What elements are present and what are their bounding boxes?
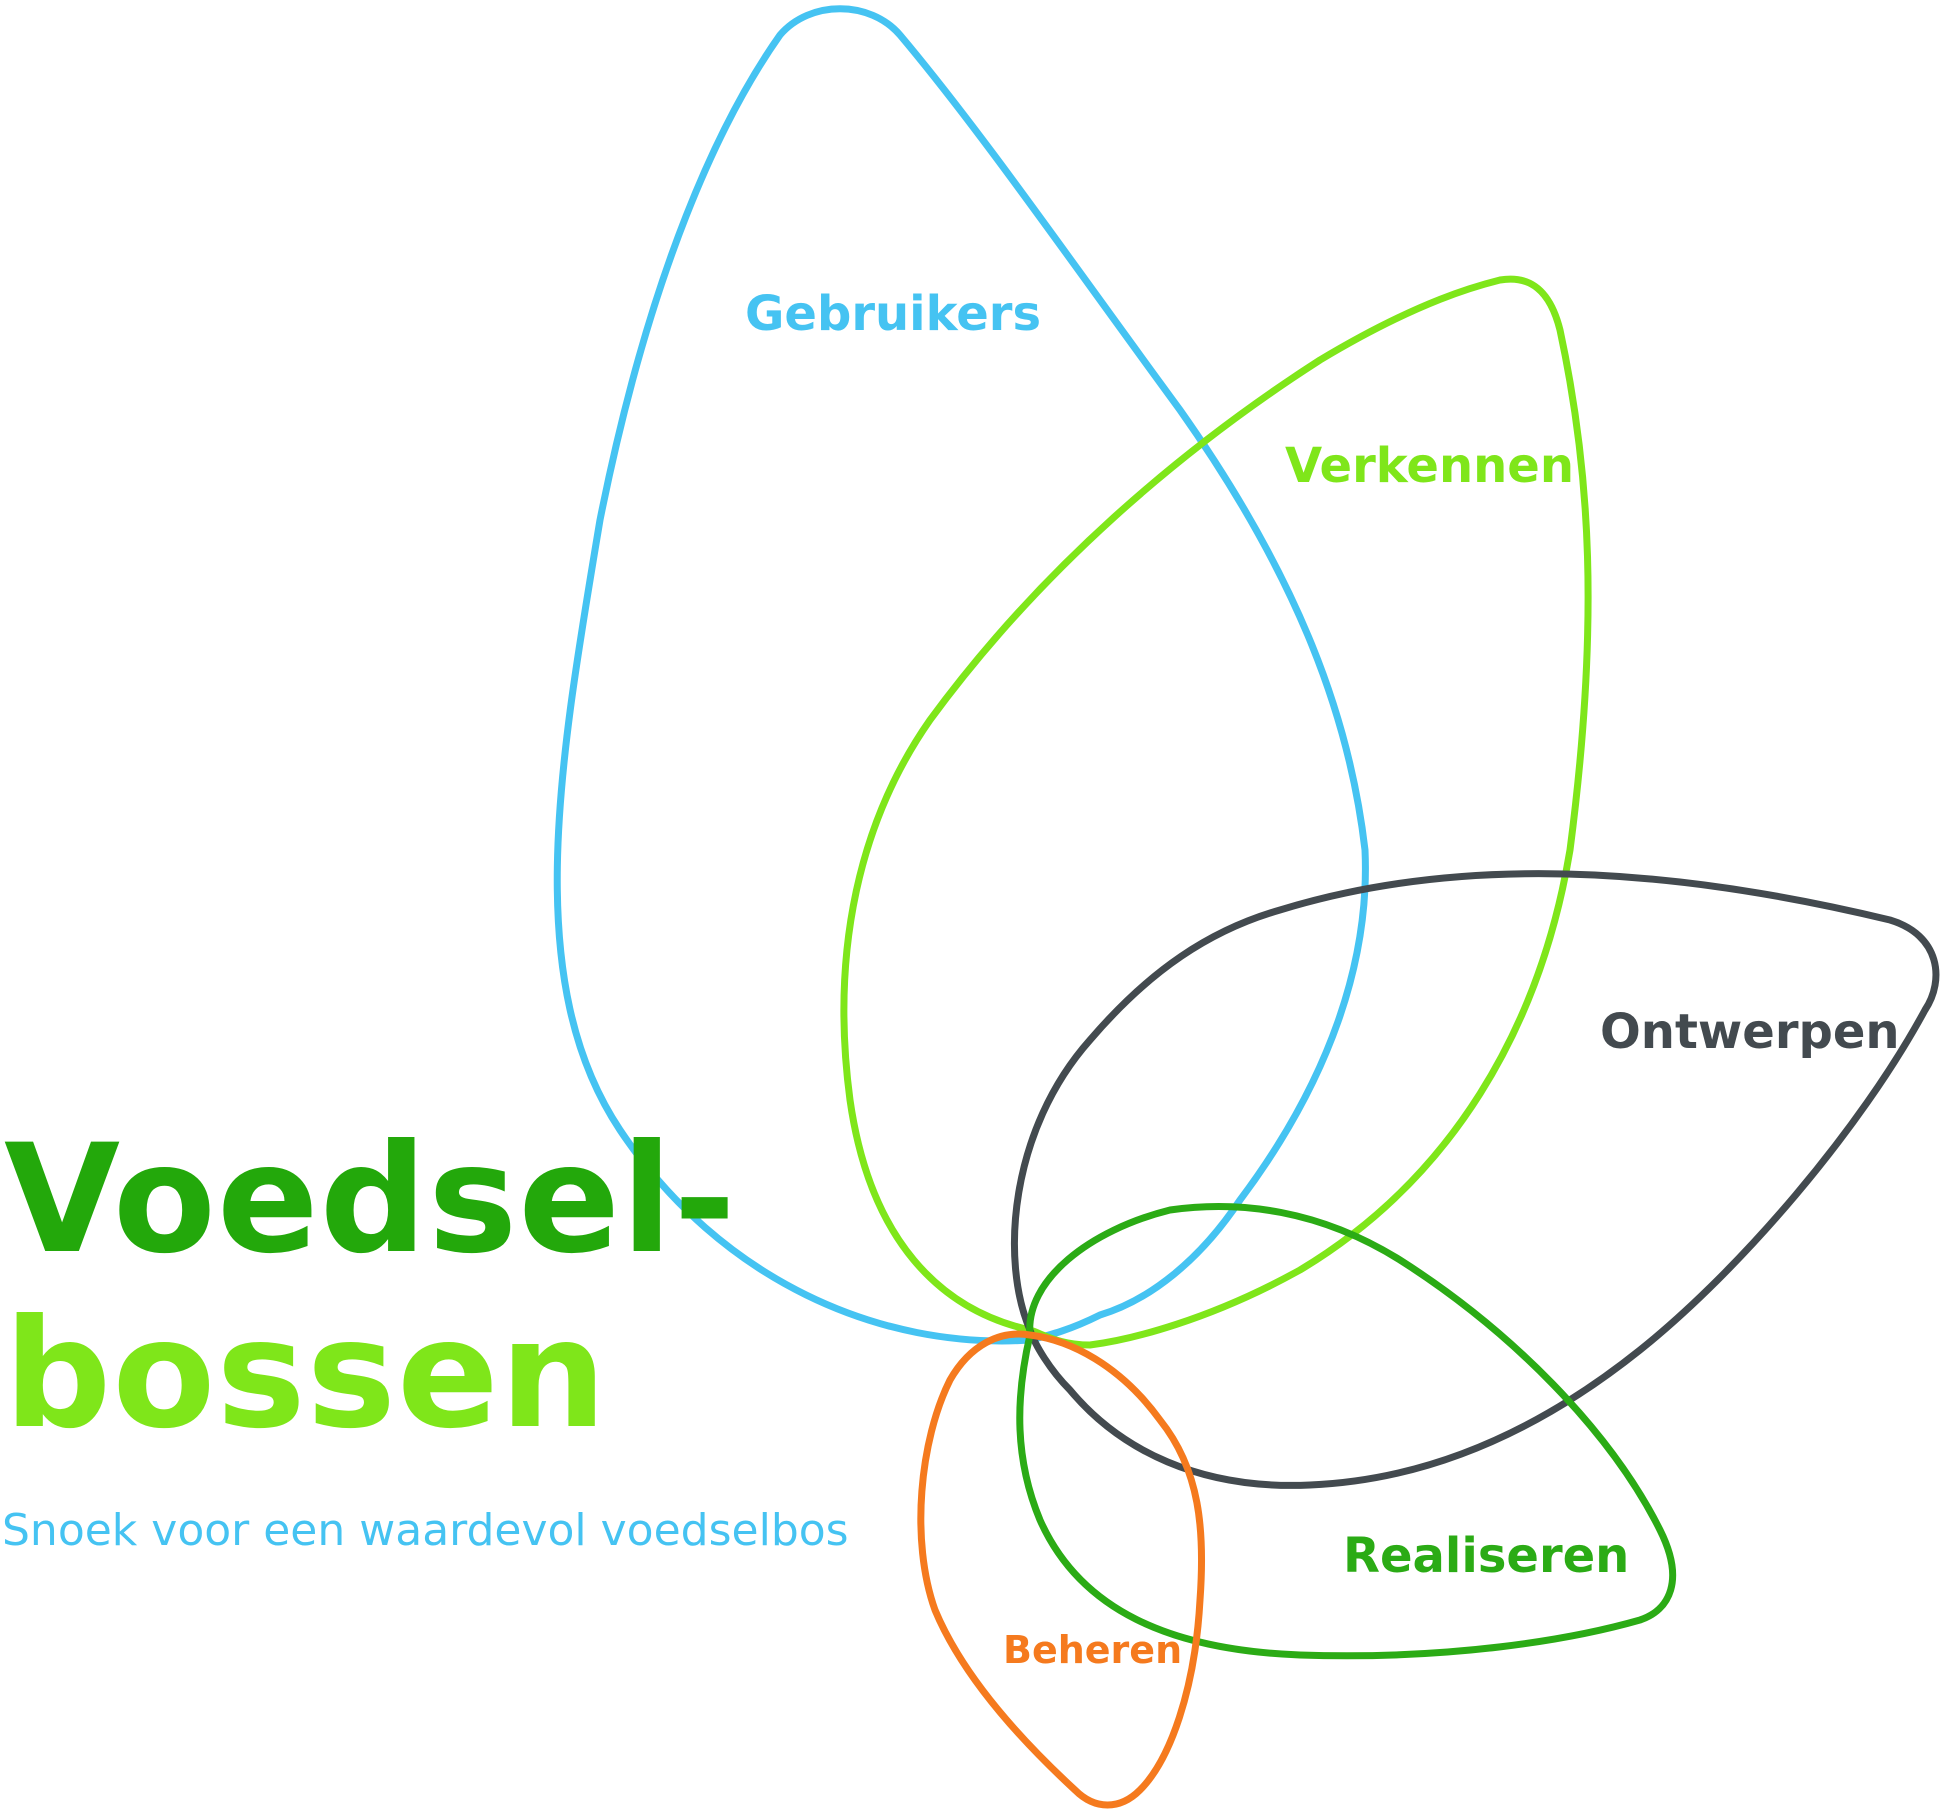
petal-label-beheren: Beheren bbox=[1003, 1628, 1182, 1672]
petal-beheren bbox=[917, 1330, 1206, 1809]
petal-label-realiseren: Realiseren bbox=[1343, 1528, 1629, 1584]
petal-label-gebruikers: Gebruikers bbox=[745, 286, 1041, 342]
subtitle: Snoek voor een waardevol voedselbos bbox=[2, 1505, 849, 1556]
petal-realiseren bbox=[1016, 1203, 1677, 1660]
title-line-voedsel: Voedsel- bbox=[4, 1113, 737, 1287]
title-line-bossen: bossen bbox=[4, 1288, 608, 1462]
petal-label-ontwerpen: Ontwerpen bbox=[1600, 1004, 1900, 1060]
petal-gebruikers bbox=[553, 5, 1369, 1345]
petal-verkennen bbox=[840, 275, 1592, 1349]
petal-ontwerpen bbox=[1010, 870, 1940, 1489]
petal-label-verkennen: Verkennen bbox=[1285, 438, 1574, 494]
